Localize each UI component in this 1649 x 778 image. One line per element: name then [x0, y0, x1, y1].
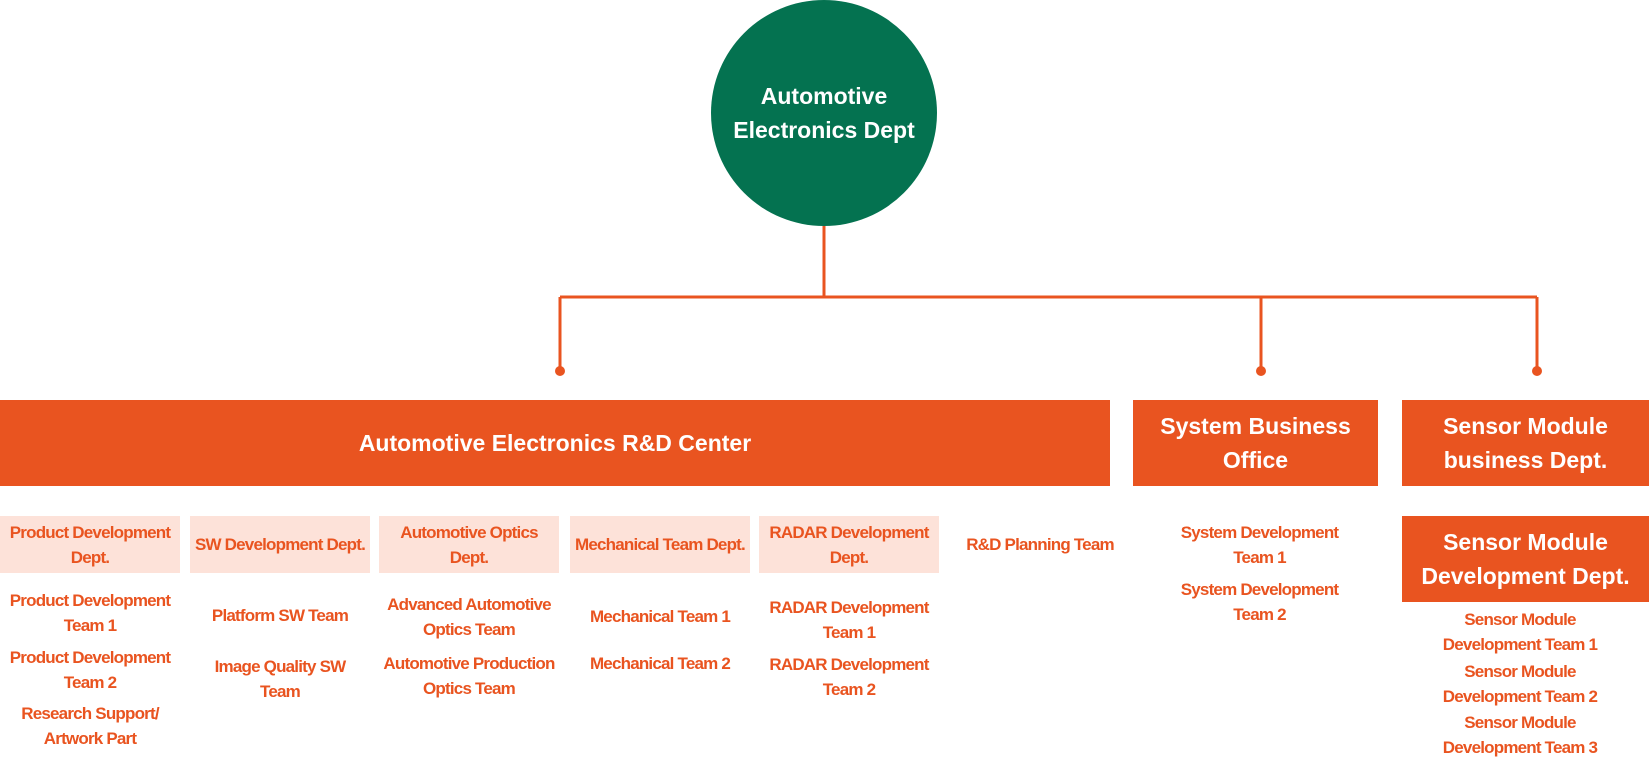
dept-product-development: Product Development Dept. — [0, 516, 180, 573]
team-research-support: Research Support/ Artwork Part — [21, 704, 159, 748]
team-system-development-1: System Development Team 1 — [1180, 523, 1339, 567]
team-image-quality-sw: Image Quality SW Team — [214, 657, 347, 701]
branch-dot-sensor-business — [1532, 366, 1542, 376]
root-node-label-line2: Electronics Dept — [733, 117, 915, 143]
root-node-label-line1: Automotive — [760, 83, 888, 109]
team-sensor-module-development-1: Sensor Module Development Team 1 — [1442, 610, 1598, 654]
team-sensor-module-development-3: Sensor Module Development Team 3 — [1442, 713, 1598, 757]
team-mechanical-1: Mechanical Team 1 — [589, 607, 731, 626]
team-platform-sw: Platform SW Team — [211, 606, 349, 625]
team-sensor-module-development-2: Sensor Module Development Team 2 — [1442, 662, 1598, 706]
branch-dot-system-business — [1256, 366, 1266, 376]
dept-sw-development: SW Development Dept. — [190, 516, 370, 573]
sensor-module-business-banner: Sensor Module business Dept. — [1402, 400, 1649, 486]
team-system-development-2: System Development Team 2 — [1180, 580, 1339, 624]
team-automotive-production-optics: Automotive Production Optics Team — [383, 654, 555, 698]
system-business-office-banner: System Business Office — [1133, 400, 1378, 486]
branch-dot-rd-center — [555, 366, 565, 376]
team-product-development-2: Product Development Team 2 — [9, 648, 171, 692]
rd-center-banner: Automotive Electronics R&D Center — [0, 400, 1110, 486]
root-node-automotive-electronics-dept: Automotive Electronics Dept — [711, 0, 937, 226]
dept-mechanical-team: Mechanical Team Dept. — [570, 516, 750, 573]
team-radar-development-2: RADAR Development Team 2 — [769, 655, 929, 699]
team-advanced-automotive-optics: Advanced Automotive Optics Team — [387, 595, 551, 639]
team-mechanical-2: Mechanical Team 2 — [589, 654, 731, 673]
sensor-module-development-banner: Sensor Module Development Dept. — [1402, 516, 1649, 602]
dept-automotive-optics: Automotive Optics Dept. — [379, 516, 559, 573]
team-product-development-1: Product Development Team 1 — [9, 591, 171, 635]
team-radar-development-1: RADAR Development Team 1 — [769, 598, 929, 642]
rd-planning-team: R&D Planning Team — [966, 535, 1114, 554]
dept-radar-development: RADAR Development Dept. — [759, 516, 939, 573]
